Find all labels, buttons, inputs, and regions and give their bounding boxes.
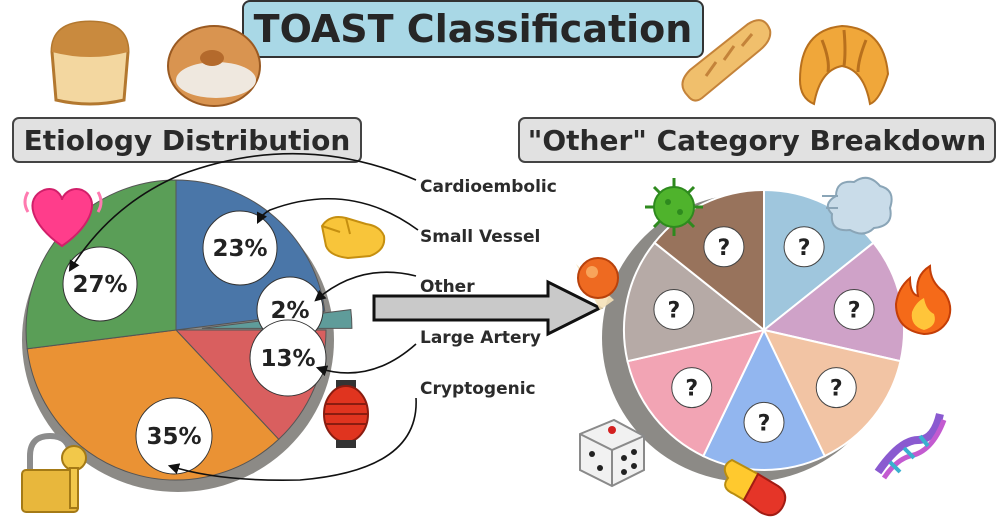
question-bubble — [703, 226, 745, 268]
label-large-artery: Large Artery — [420, 328, 541, 348]
bagel-icon — [167, 25, 261, 107]
pct-large-artery: 13% — [260, 346, 315, 372]
pct-small-vessel: 23% — [212, 236, 267, 262]
question-mark: ? — [798, 236, 811, 261]
question-bubble — [743, 401, 785, 443]
question-mark: ? — [848, 298, 861, 323]
baguette-icon — [681, 19, 772, 102]
label-cryptogenic: Cryptogenic — [420, 379, 536, 399]
comet-icon — [576, 257, 619, 310]
label-cardioembolic: Cardioembolic — [420, 177, 557, 197]
other-pie-slice-4 — [701, 327, 827, 471]
pill-icon — [723, 458, 787, 517]
virus-icon — [645, 178, 703, 236]
pinch-hand-icon — [320, 216, 386, 260]
pct-cryptogenic: 35% — [146, 424, 201, 450]
pct-bubble-cryptogenic: 35% — [135, 397, 213, 475]
question-bubble — [671, 367, 713, 409]
dice-icon — [579, 418, 645, 488]
other-breakdown-header: "Other" Category Breakdown — [518, 117, 996, 163]
other-breakdown-pie-chart: ??????? — [602, 188, 906, 482]
arrow-other — [314, 271, 417, 302]
dna-icon — [874, 413, 947, 480]
arrow-cryptogenic — [167, 397, 417, 482]
arrow-small-vessel — [256, 197, 419, 231]
pct-cardioembolic: 27% — [72, 272, 127, 298]
diagram-title: TOAST Classification — [242, 0, 704, 58]
question-bubble — [783, 226, 825, 268]
arrow-cardioembolic — [68, 152, 417, 272]
question-mark: ? — [758, 411, 771, 436]
question-mark: ? — [668, 298, 681, 323]
pct-bubble-small-vessel: 23% — [202, 210, 278, 286]
heart-icon — [23, 188, 103, 248]
pct-bubble-cardioembolic: 27% — [62, 246, 138, 322]
wind-icon — [822, 176, 893, 235]
fire-icon — [894, 264, 952, 336]
question-mark: ? — [685, 377, 698, 402]
label-other: Other — [420, 277, 475, 297]
big-arrow — [372, 279, 604, 337]
other-pie-slice-6 — [622, 241, 767, 363]
lock-key-icon — [21, 432, 87, 513]
question-bubble — [653, 288, 695, 330]
pct-bubble-large-artery: 13% — [249, 319, 327, 397]
croissant-icon — [798, 24, 890, 106]
etiology-distribution-header: Etiology Distribution — [12, 117, 362, 163]
label-small-vessel: Small Vessel — [420, 227, 540, 247]
question-bubble — [833, 288, 875, 330]
bread-icon — [50, 20, 130, 106]
question-mark: ? — [830, 377, 843, 402]
question-mark: ? — [718, 236, 731, 261]
question-bubble — [815, 367, 857, 409]
arrow-large-artery — [315, 343, 417, 377]
lantern-icon — [323, 380, 369, 448]
